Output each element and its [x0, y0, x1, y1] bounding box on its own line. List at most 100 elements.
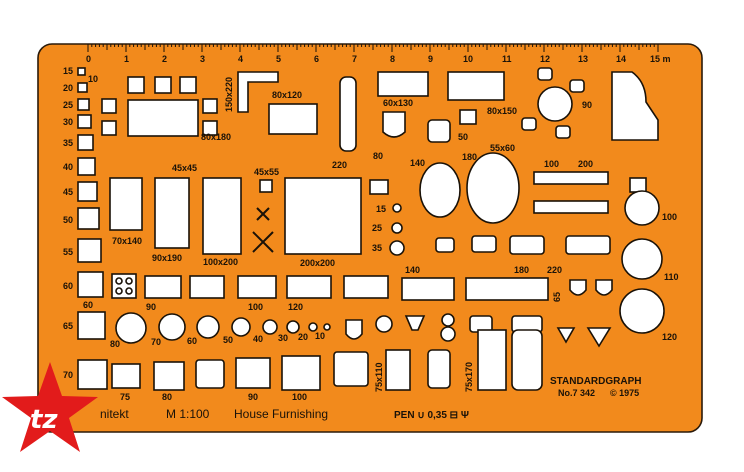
arrow-cutout: [586, 327, 612, 348]
size-label: 30: [278, 333, 288, 343]
chair-cutout: [555, 125, 571, 139]
chair-cutout: [427, 119, 451, 143]
square-cutout: [77, 238, 102, 263]
bathtub-cutout: [385, 349, 411, 391]
size-label: 45x45: [172, 163, 197, 173]
size-label: 65: [63, 321, 73, 331]
circle-cutout: [308, 322, 318, 332]
burner-icon: [115, 287, 123, 295]
size-label: 75x110: [374, 362, 384, 392]
round-table-cutout: [621, 238, 663, 280]
bed-cutout: [109, 177, 143, 231]
size-label: 140: [410, 158, 425, 168]
circle-cutout: [389, 240, 405, 256]
ruler-number: 9: [428, 54, 433, 64]
ruler-number: 3: [200, 54, 205, 64]
size-label: 15: [63, 66, 73, 76]
sink-cutout: [435, 237, 455, 253]
square-cutout: [77, 134, 94, 151]
size-label: 60x130: [383, 98, 413, 108]
burner-icon: [125, 287, 133, 295]
size-label: 150x220: [224, 77, 234, 112]
piano-cutout: [611, 71, 659, 141]
circle-cutout: [231, 317, 251, 337]
toilet-cutout: [382, 111, 406, 138]
basin-cutout: [595, 279, 613, 296]
stove-cutout: [189, 275, 225, 299]
circle-cutout: [392, 203, 402, 213]
star-icon: [2, 362, 98, 452]
chair-cutout: [629, 177, 647, 193]
size-label: 200: [578, 159, 593, 169]
round-table-cutout: [537, 86, 573, 122]
size-label: 100: [248, 302, 263, 312]
round-table-cutout: [624, 190, 660, 226]
size-label: 25: [372, 223, 382, 233]
ruler-number: 4: [238, 54, 243, 64]
ruler-number: 0: [86, 54, 91, 64]
circle-cutout: [115, 312, 147, 344]
size-label: 30: [63, 117, 73, 127]
square-cutout: [77, 114, 92, 129]
burner-icon: [125, 277, 133, 285]
bidet-cutout: [440, 326, 456, 342]
size-label: 80x150: [487, 106, 517, 116]
table-cutout: [127, 99, 199, 137]
counter-cutout: [533, 200, 609, 214]
chair-cutout: [154, 76, 172, 94]
size-label: 20: [63, 83, 73, 93]
size-label: 35: [372, 243, 382, 253]
circle-cutout: [262, 319, 278, 335]
size-label: 90: [582, 100, 592, 110]
bed-cutout: [447, 71, 505, 101]
size-label: 70x140: [112, 236, 142, 246]
ruler-ticks: [87, 44, 659, 52]
basin-cutout: [569, 279, 587, 296]
size-label: 65: [552, 292, 562, 302]
size-label: 110: [664, 272, 679, 282]
bed-cutout: [202, 177, 242, 255]
chair-cutout: [101, 120, 117, 136]
size-label: 35: [63, 138, 73, 148]
size-label: 60: [187, 336, 197, 346]
size-label: 180: [514, 265, 529, 275]
sink-cutout: [509, 235, 545, 255]
chair-cutout: [127, 76, 145, 94]
chair-cutout: [235, 357, 271, 389]
size-label: 80: [373, 151, 383, 161]
size-label: 25: [63, 100, 73, 110]
bathtub-cutout: [427, 349, 451, 389]
stove-cutout: [343, 275, 389, 299]
square-cutout: [77, 271, 104, 298]
ruler-number: 11: [502, 54, 512, 64]
size-label: 75x170: [464, 362, 474, 392]
ruler-numbers: 0 1 2 3 4 5 6 7 8 9 10 11 12 13 14 15 m: [86, 54, 671, 64]
size-label: 100x200: [203, 257, 238, 267]
ruler-number: 8: [390, 54, 395, 64]
bathtub-cutout: [511, 329, 543, 391]
scale-label: M 1:100: [166, 407, 210, 421]
counter-cutout: [465, 277, 549, 301]
size-label: 50: [223, 335, 233, 345]
ruler-number: 12: [540, 54, 550, 64]
size-label: 80x180: [201, 132, 231, 142]
cross-marks: [252, 207, 274, 253]
size-label: 10: [88, 74, 98, 84]
ruler-number: 13: [578, 54, 588, 64]
size-label: 80: [162, 392, 172, 402]
size-label: 100: [662, 212, 677, 222]
size-label: 55: [63, 247, 73, 257]
bathtub-cutout: [339, 76, 357, 152]
size-label: 20: [298, 332, 308, 342]
chair-cutout: [202, 120, 218, 136]
bed-cutout: [284, 177, 362, 255]
circle-cutout: [286, 320, 300, 334]
size-label: 60: [63, 281, 73, 291]
architekt-label: nitekt: [100, 407, 129, 421]
square-cutout: [77, 181, 98, 202]
counter-cutout: [401, 277, 455, 301]
chair-cutout: [259, 179, 273, 193]
cabinet-cutout: [286, 275, 332, 299]
size-label: 120: [288, 302, 303, 312]
